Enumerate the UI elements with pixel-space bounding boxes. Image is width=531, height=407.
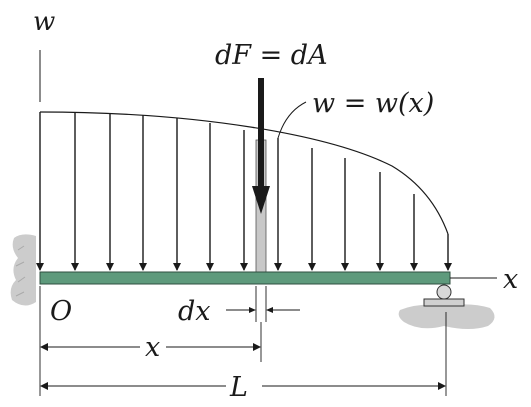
roller-support: [423, 284, 465, 307]
x-dimension-label: x: [145, 332, 160, 363]
force-label: dF = dA: [215, 40, 328, 71]
length-dimension: [40, 312, 447, 396]
length-label: L: [229, 372, 248, 403]
beam: [39, 271, 451, 285]
resultant-force-arrow: [252, 78, 270, 214]
distributed-load-arrows: [36, 112, 452, 271]
x-axis-label: x: [503, 264, 518, 295]
load-function-leader: [277, 101, 307, 139]
w-axis-label: w: [33, 7, 55, 37]
dx-dimension: [226, 286, 300, 322]
load-curve: [39, 111, 449, 235]
left-wall-support: [10, 234, 36, 306]
right-ground: [398, 304, 495, 329]
load-function-label: w = w(x): [312, 88, 434, 119]
dx-label: dx: [178, 296, 211, 327]
origin-label: O: [50, 296, 72, 327]
x-dimension: [39, 286, 262, 396]
